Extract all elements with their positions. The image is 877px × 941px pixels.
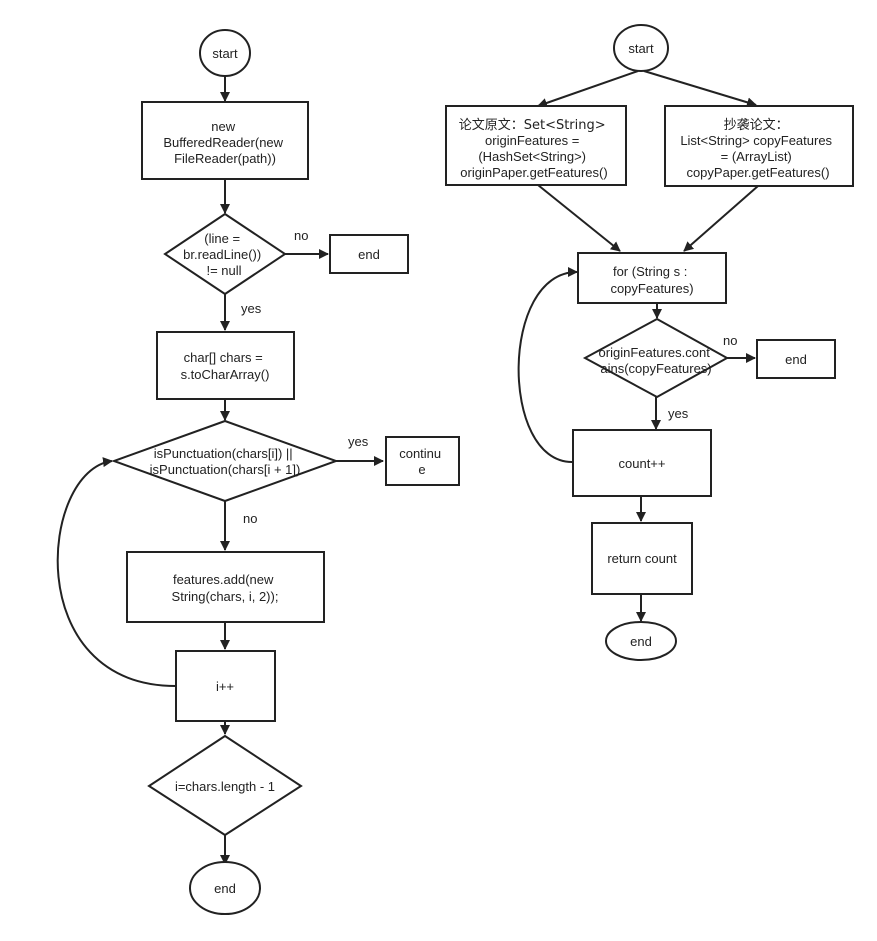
edge-increment-loop-back (56, 457, 177, 687)
end-mid-label: end (785, 352, 807, 367)
contains-decision (582, 317, 730, 399)
continue-box (385, 436, 460, 486)
end-bottom-label: end (214, 881, 236, 896)
copy-features-label: 抄袭论文： List<String> copyFeatures = (Array… (680, 117, 835, 180)
for-loop-label: for (String s : copyFeatures) (610, 264, 693, 296)
start-node-right (613, 24, 669, 72)
end-bottom-node (189, 861, 261, 915)
edge-count-loop-back (517, 267, 578, 463)
start-node (199, 29, 251, 77)
edge-label-no-1: no (294, 228, 308, 243)
edge-label-no-2: no (243, 511, 257, 526)
count-increment-box (572, 429, 712, 497)
end-top-box (329, 234, 409, 274)
edge-label-yes-right: yes (668, 406, 689, 421)
start-label-right: start (628, 41, 654, 56)
continue-label: continu e (399, 446, 445, 477)
origin-features-box (445, 105, 627, 186)
edge-label-yes-1: yes (241, 301, 262, 316)
buffered-reader-label: new BufferedReader(new FileReader(path)) (163, 119, 286, 166)
end-label-right: end (630, 634, 652, 649)
char-array-box (156, 331, 295, 400)
count-increment-label: count++ (619, 456, 666, 471)
edge-label-no-right: no (723, 333, 737, 348)
start-label: start (212, 46, 238, 61)
increment-box (175, 650, 276, 722)
end-node-right (605, 621, 677, 661)
return-count-label: return count (607, 551, 677, 566)
end-mid-box (756, 339, 836, 379)
edge-label-yes-2: yes (348, 434, 369, 449)
end-top-label: end (358, 247, 380, 262)
increment-label: i++ (216, 679, 234, 694)
buffered-reader-box (141, 101, 309, 180)
edge-origin-to-for (537, 184, 621, 252)
char-array-label: char[] chars = s.toCharArray() (181, 350, 270, 382)
contains-decision-label: originFeatures.cont ains(copyFeatures) (599, 345, 714, 376)
edge-copy-to-for (683, 185, 759, 252)
length-decision (147, 734, 303, 837)
length-decision-label: i=chars.length - 1 (175, 779, 275, 794)
punctuation-decision-label: isPunctuation(chars[i]) || isPunctuation… (150, 446, 301, 477)
return-count-box (591, 522, 693, 595)
for-loop-box (577, 252, 727, 304)
origin-features-label: 论文原文：Set<String> originFeatures = (HashS… (459, 117, 610, 180)
edge-start-to-copy (643, 70, 757, 108)
punctuation-decision (111, 419, 339, 503)
readline-decision (163, 212, 287, 296)
features-add-box (126, 551, 325, 623)
copy-features-box (664, 105, 854, 187)
readline-decision-label: (line = br.readLine()) != null (183, 231, 265, 278)
right-flowchart: start 论文原文：Set<String> originFeatures = … (445, 24, 854, 661)
edge-start-to-origin (537, 70, 639, 108)
left-flowchart: start new BufferedReader(new FileReader(… (56, 29, 460, 915)
features-add-label: features.add(new String(chars, i, 2)); (172, 572, 279, 604)
